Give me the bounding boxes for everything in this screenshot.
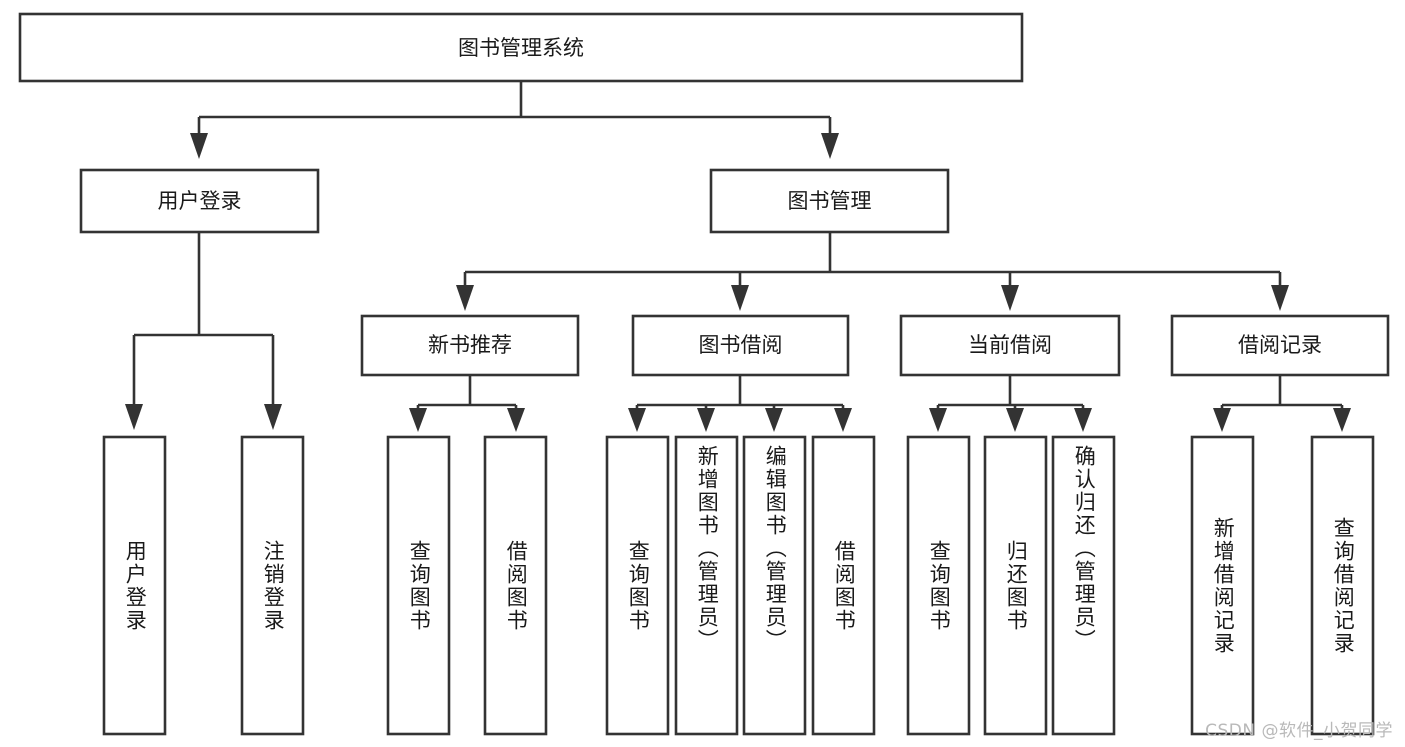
arrowhead-new-book-rec-to-leaf2 bbox=[507, 408, 525, 432]
leaf-box-add-book-admin[interactable] bbox=[674, 435, 739, 736]
arrowhead-book-manage-to-current-borrow bbox=[1001, 285, 1019, 311]
arrowhead-borrow-record-to-leaf1 bbox=[1213, 408, 1231, 432]
node-current-borrow-box[interactable] bbox=[899, 314, 1121, 377]
node-root-label: 图书管理系统 bbox=[458, 36, 584, 60]
arrowhead-book-borrow-to-leaf3 bbox=[765, 408, 783, 432]
arrowhead-book-borrow-to-leaf2 bbox=[697, 408, 715, 432]
node-book-manage[interactable]: 图书管理 bbox=[709, 168, 950, 234]
node-book-manage-box[interactable] bbox=[709, 168, 950, 234]
connector-group-book-borrow bbox=[628, 375, 852, 432]
connector-group-current-borrow bbox=[929, 375, 1092, 432]
arrowhead-current-borrow-to-leaf3 bbox=[1074, 408, 1092, 432]
connector-group-borrow-record bbox=[1213, 375, 1351, 432]
node-new-book-rec-label: 新书推荐 bbox=[428, 333, 512, 357]
connector-group-user-login bbox=[125, 232, 282, 430]
node-borrow-record-box[interactable] bbox=[1170, 314, 1390, 377]
arrowhead-root-to-user-login bbox=[190, 133, 208, 159]
csdn-watermark: CSDN @软件_小贺同学 bbox=[1205, 721, 1393, 741]
leaf-boxes bbox=[102, 435, 1375, 736]
leaf-box-query-book-rec[interactable] bbox=[386, 435, 451, 736]
node-book-borrow-box[interactable] bbox=[631, 314, 850, 377]
arrowhead-borrow-record-to-leaf2 bbox=[1333, 408, 1351, 432]
node-user-login-box[interactable] bbox=[79, 168, 320, 234]
arrowhead-book-borrow-to-leaf1 bbox=[628, 408, 646, 432]
node-new-book-rec-box[interactable] bbox=[360, 314, 580, 377]
leaf-box-logout[interactable] bbox=[240, 435, 305, 736]
node-book-borrow-label: 图书借阅 bbox=[699, 333, 783, 357]
connector-group-book-manage bbox=[456, 232, 1289, 311]
leaf-box-query-book-borrow[interactable] bbox=[605, 435, 670, 736]
arrowhead-root-to-book-manage bbox=[821, 133, 839, 159]
leaf-box-user-login[interactable] bbox=[102, 435, 167, 736]
connector-group-root bbox=[190, 81, 839, 159]
leaf-box-confirm-return-admin[interactable] bbox=[1051, 435, 1116, 736]
connector-group-new-book-rec bbox=[409, 375, 525, 432]
node-current-borrow[interactable]: 当前借阅 bbox=[899, 314, 1121, 377]
arrowhead-current-borrow-to-leaf1 bbox=[929, 408, 947, 432]
node-book-borrow[interactable]: 图书借阅 bbox=[631, 314, 850, 377]
arrowhead-user-login-to-leaf2 bbox=[264, 404, 282, 430]
node-book-manage-label: 图书管理 bbox=[788, 189, 872, 213]
node-user-login[interactable]: 用户登录 bbox=[79, 168, 320, 234]
arrowhead-current-borrow-to-leaf2 bbox=[1006, 408, 1024, 432]
arrowhead-book-borrow-to-leaf4 bbox=[834, 408, 852, 432]
arrowhead-user-login-to-leaf1 bbox=[125, 404, 143, 430]
leaf-box-add-borrow-record[interactable] bbox=[1190, 435, 1255, 736]
node-current-borrow-label: 当前借阅 bbox=[968, 333, 1052, 357]
node-root[interactable]: 图书管理系统 bbox=[18, 12, 1024, 83]
leaf-box-edit-book-admin[interactable] bbox=[742, 435, 807, 736]
node-user-login-label: 用户登录 bbox=[158, 189, 242, 213]
leaf-box-borrow-book[interactable] bbox=[811, 435, 876, 736]
leaf-box-borrow-book-rec[interactable] bbox=[483, 435, 548, 736]
arrowhead-new-book-rec-to-leaf1 bbox=[409, 408, 427, 432]
arrowhead-book-manage-to-borrow-record bbox=[1271, 285, 1289, 311]
leaf-box-query-book-current[interactable] bbox=[906, 435, 971, 736]
arrowhead-book-manage-to-book-borrow bbox=[731, 285, 749, 311]
node-borrow-record-label: 借阅记录 bbox=[1238, 333, 1322, 357]
node-borrow-record[interactable]: 借阅记录 bbox=[1170, 314, 1390, 377]
node-new-book-rec[interactable]: 新书推荐 bbox=[360, 314, 580, 377]
leaf-box-query-borrow-record[interactable] bbox=[1310, 435, 1375, 736]
leaf-box-return-book[interactable] bbox=[983, 435, 1048, 736]
arrowhead-book-manage-to-new-book-rec bbox=[456, 285, 474, 311]
node-root-box[interactable] bbox=[18, 12, 1024, 83]
